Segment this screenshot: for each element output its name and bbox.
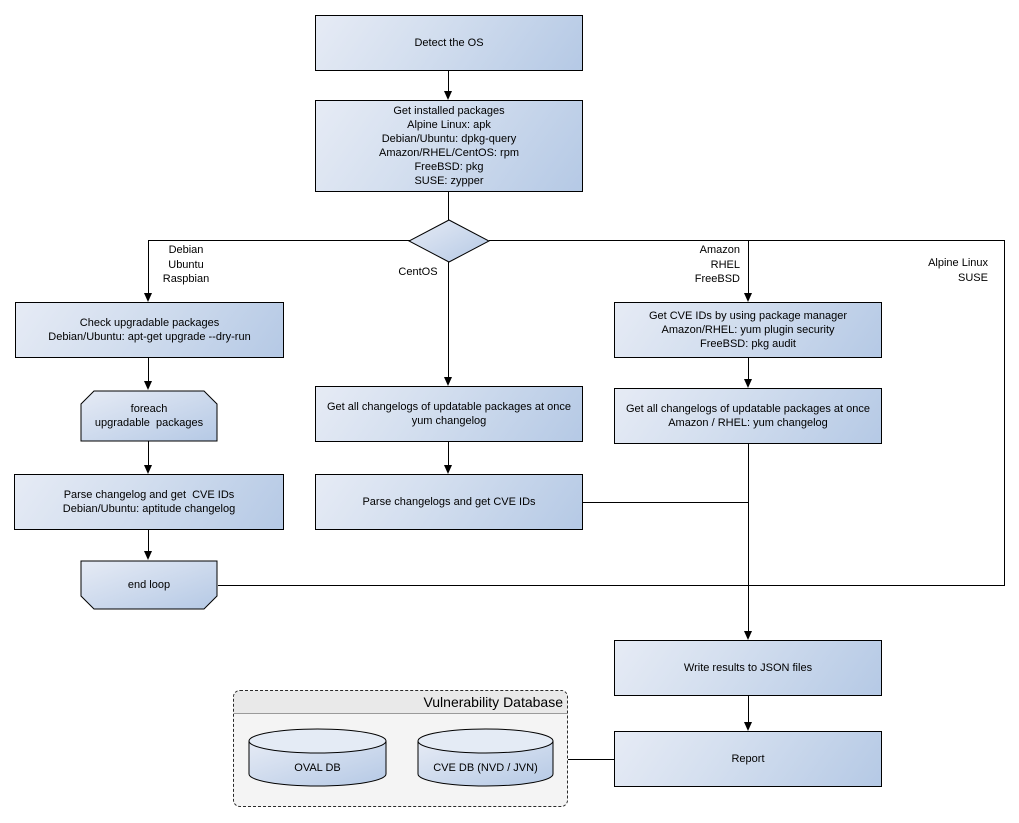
connector-merge-to-write bbox=[748, 443, 749, 632]
flow-node-get-installed-packages: Get installed packages Alpine Linux: apk… bbox=[315, 100, 583, 192]
loop-shape bbox=[80, 560, 218, 610]
vulnerability-database-header: Vulnerability Database bbox=[234, 691, 567, 714]
connector-cveids-to-chg-right bbox=[748, 358, 749, 380]
flow-node-check-upgradable: Check upgradable packages Debian/Ubuntu:… bbox=[15, 302, 284, 358]
database-label: CVE DB (NVD / JVN) bbox=[433, 762, 538, 774]
database-cylinder-oval-db: OVAL DB bbox=[248, 728, 387, 788]
flow-node-label: Check upgradable packages Debian/Ubuntu:… bbox=[48, 317, 251, 343]
flow-node-label: Report bbox=[731, 753, 765, 765]
connector-debian-branch bbox=[148, 240, 149, 294]
connector-parse-to-endloop bbox=[148, 529, 149, 552]
connector-branch-right bbox=[489, 240, 1005, 241]
flow-node-label: Get CVE IDs by using package manager Ama… bbox=[648, 310, 848, 350]
flow-node-parse-changelogs-centos: Parse changelogs and get CVE IDs bbox=[315, 474, 583, 530]
vulnerability-database-title: Vulnerability Database bbox=[423, 694, 563, 710]
flow-node-detect-os: Detect the OS bbox=[315, 15, 583, 71]
branch-label-debian: Debian Ubuntu Raspbian bbox=[162, 244, 210, 285]
loop-shape bbox=[80, 390, 218, 442]
flow-node-label: end loop bbox=[127, 579, 171, 591]
database-cylinder-cve-db: CVE DB (NVD / JVN) bbox=[417, 728, 554, 788]
arrowhead bbox=[444, 377, 452, 386]
arrowhead bbox=[144, 293, 152, 302]
loop-start-foreach: foreach upgradable packages bbox=[80, 390, 218, 442]
connector-foreach-to-parse bbox=[148, 441, 149, 466]
arrowhead bbox=[744, 722, 752, 731]
flow-node-label: Get installed packages Alpine Linux: apk… bbox=[379, 105, 519, 187]
connector-check-to-foreach bbox=[148, 358, 149, 382]
branch-label-centos: CentOS bbox=[398, 266, 438, 278]
branch-label-amazon: Amazon RHEL FreeBSD bbox=[694, 244, 740, 285]
loop-end: end loop bbox=[80, 560, 218, 610]
flow-node-label: Parse changelogs and get CVE IDs bbox=[362, 496, 536, 508]
flow-node-get-cve-ids-pkg-mgr: Get CVE IDs by using package manager Ama… bbox=[614, 302, 882, 358]
cylinder-shape bbox=[248, 728, 387, 787]
branch-label-alpine: Alpine Linux SUSE bbox=[928, 257, 988, 284]
flow-node-label: Get all changelogs of updatable packages… bbox=[326, 401, 571, 427]
flow-node-label: Write results to JSON files bbox=[683, 662, 813, 674]
connector-endloop-merge bbox=[218, 585, 1005, 586]
connector-branch-left bbox=[148, 240, 410, 241]
decision-diamond-os bbox=[408, 219, 490, 263]
flow-node-label: Get all changelogs of updatable packages… bbox=[625, 403, 870, 429]
connector-detect-to-installed bbox=[448, 71, 449, 92]
arrowhead bbox=[444, 91, 452, 100]
flow-node-write-json: Write results to JSON files bbox=[614, 640, 882, 696]
diamond-shape bbox=[408, 219, 490, 263]
flow-node-get-changelogs-amazon: Get all changelogs of updatable packages… bbox=[614, 388, 882, 444]
arrowhead bbox=[144, 465, 152, 474]
arrowhead bbox=[444, 465, 452, 474]
arrowhead bbox=[144, 551, 152, 560]
connector-db-to-report bbox=[568, 759, 614, 760]
connector-write-to-report bbox=[748, 696, 749, 723]
arrowhead bbox=[744, 631, 752, 640]
connector-amazon-branch bbox=[748, 240, 749, 294]
arrowhead bbox=[144, 381, 152, 390]
flow-node-report: Report bbox=[614, 731, 882, 787]
arrowhead bbox=[744, 379, 752, 388]
flow-node-get-changelogs-centos: Get all changelogs of updatable packages… bbox=[315, 386, 583, 442]
connector-chg-mid-to-parse-mid bbox=[448, 441, 449, 466]
connector-alpine-branch bbox=[1004, 240, 1005, 586]
cylinder-shape bbox=[417, 728, 554, 787]
flow-node-label: foreach upgradable packages bbox=[94, 403, 204, 429]
flow-node-parse-changelog-left: Parse changelog and get CVE IDs Debian/U… bbox=[14, 474, 284, 530]
connector-installed-to-diamond bbox=[448, 192, 449, 221]
flow-node-label: Detect the OS bbox=[414, 37, 484, 49]
database-label: OVAL DB bbox=[294, 762, 341, 774]
arrowhead bbox=[744, 293, 752, 302]
flow-node-label: Parse changelog and get CVE IDs Debian/U… bbox=[62, 489, 236, 515]
connector-centos-branch bbox=[448, 262, 449, 378]
connector-parse-mid-merge bbox=[583, 502, 748, 503]
